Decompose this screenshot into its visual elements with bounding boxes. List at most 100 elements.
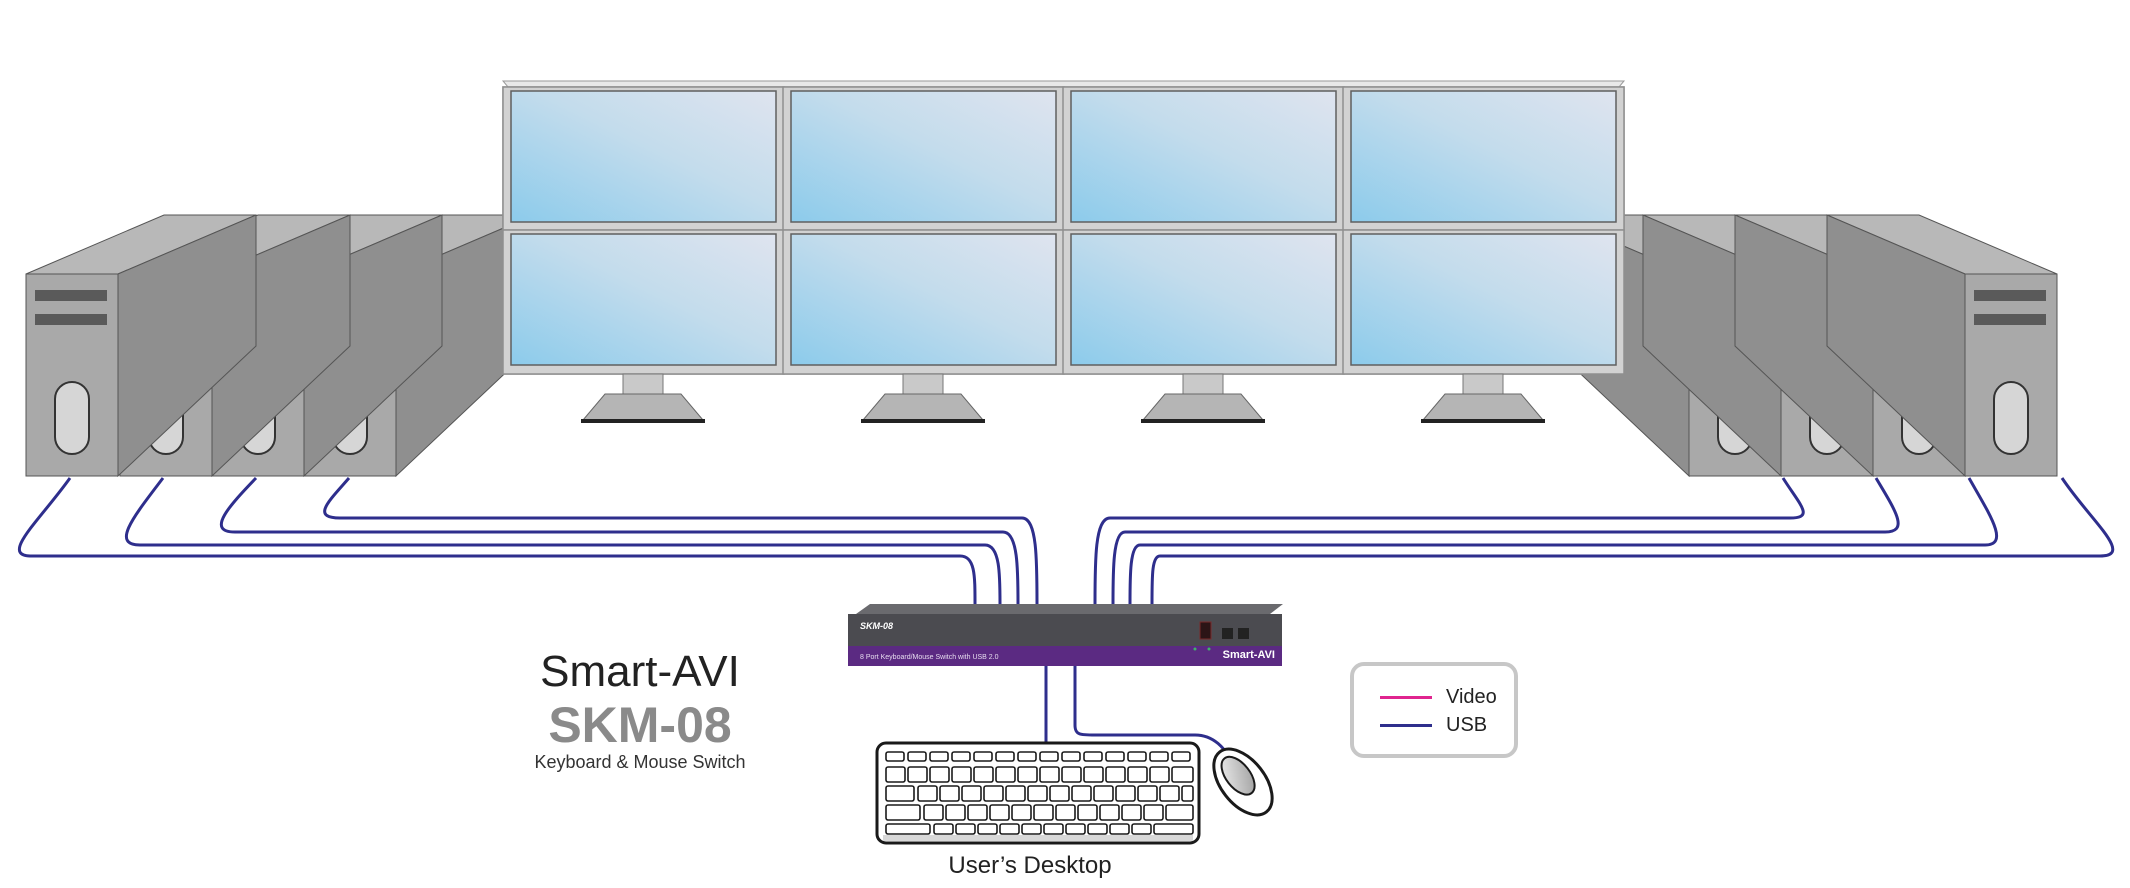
keyboard-key: [1017, 766, 1038, 783]
kvm-switch-port: [1222, 628, 1233, 639]
monitor-screen: [1070, 90, 1337, 223]
monitor-screen: [1350, 233, 1617, 366]
monitor-screen: [510, 233, 777, 366]
keyboard-key: [1027, 785, 1048, 802]
usb-cables: [17, 476, 2115, 761]
keyboard-key: [923, 804, 944, 821]
keyboard-key: [917, 785, 938, 802]
keyboard-key: [907, 751, 927, 762]
monitor-stand-base: [581, 393, 705, 421]
keyboard-key: [1121, 804, 1142, 821]
keyboard-key: [1033, 804, 1054, 821]
tower-drive-bay: [1974, 314, 2046, 325]
keyboard-key: [1143, 804, 1164, 821]
keyboard-key: [1171, 751, 1191, 762]
keyboard-key: [907, 766, 928, 783]
usb-cable: [323, 477, 1039, 605]
keyboard-key: [1087, 823, 1108, 835]
computer-tower-icon: [25, 214, 257, 478]
keyboard-key: [885, 785, 915, 802]
monitor-stand-base: [1421, 393, 1545, 421]
keyboard-key: [1039, 766, 1060, 783]
keyboard-key: [1093, 785, 1114, 802]
keyboard-key: [951, 766, 972, 783]
keyboard-key: [967, 804, 988, 821]
keyboard-key: [1039, 751, 1059, 762]
keyboard-key: [1055, 804, 1076, 821]
monitor-stand-neck: [1182, 373, 1224, 395]
monitor-stand-base: [861, 393, 985, 421]
keyboard-key: [1127, 751, 1147, 762]
keyboard-key: [1061, 766, 1082, 783]
keyboard-key: [929, 751, 949, 762]
legend-swatch-video: [1380, 695, 1432, 699]
brand-block: Smart-AVI SKM-08 Keyboard & Mouse Switch: [505, 650, 775, 773]
keyboard-key: [1137, 785, 1158, 802]
legend: Video USB: [1350, 662, 1518, 758]
monitor-screen: [1070, 233, 1337, 366]
usb-cable: [219, 476, 1020, 605]
monitor-icon: [782, 229, 1065, 375]
kvm-switch-icon: SKM-08 8 Port Keyboard/Mouse Switch with…: [848, 604, 1283, 666]
keyboard-key: [1099, 804, 1120, 821]
keyboard-key: [885, 804, 921, 821]
monitor-icon: [502, 86, 785, 231]
legend-label-video: Video: [1446, 685, 1497, 708]
monitor-stand-neck: [902, 373, 944, 395]
usb-cable: [17, 477, 977, 605]
keyboard-key: [955, 823, 976, 835]
monitor-stand-foot: [1141, 419, 1265, 423]
legend-item-usb: USB: [1380, 712, 1487, 738]
kvm-switch-led: [1207, 647, 1211, 651]
keyboard-key: [1083, 751, 1103, 762]
legend-swatch-usb: [1380, 723, 1432, 727]
brand-logo: Smart-AVI: [540, 647, 740, 696]
monitor-icon: [502, 229, 785, 375]
keyboard-key: [951, 751, 971, 762]
keyboard-key: [977, 823, 998, 835]
keyboard-key: [1109, 823, 1130, 835]
monitor-icon: [1062, 86, 1345, 231]
monitor-icon: [782, 86, 1065, 231]
tower-drive-bay: [1974, 290, 2046, 301]
computer-tower-icon: [1826, 214, 2058, 478]
monitor-stand: [1141, 373, 1265, 423]
usb-cable: [1111, 477, 1900, 605]
kvm-switch-top: [856, 604, 1283, 614]
keyboard-key: [1131, 823, 1152, 835]
brand-description: Keyboard & Mouse Switch: [534, 752, 746, 772]
monitor-stand-neck: [1462, 373, 1504, 395]
monitor-stand: [861, 373, 985, 423]
usb-cable: [1093, 477, 1805, 605]
keyboard-key: [1171, 766, 1194, 783]
keyboard-key: [1011, 804, 1032, 821]
keyboard-key: [973, 751, 993, 762]
keyboard-key: [1077, 804, 1098, 821]
keyboard-key: [1065, 823, 1086, 835]
desktop-caption: User’s Desktop: [948, 852, 1112, 879]
keyboard-key: [885, 766, 906, 783]
keyboard-key: [1005, 785, 1026, 802]
monitor-screen: [790, 90, 1057, 223]
monitor-icon: [1342, 229, 1625, 375]
tower-power-button: [1993, 381, 2029, 455]
monitor-stand-foot: [581, 419, 705, 423]
keyboard-key: [1181, 785, 1194, 802]
keyboard-key: [995, 766, 1016, 783]
keyboard-key: [1105, 751, 1125, 762]
keyboard-key: [885, 751, 905, 762]
keyboard-key: [999, 823, 1020, 835]
usb-cable: [1150, 477, 2115, 605]
monitor-stand-foot: [861, 419, 985, 423]
monitor-icon: [1062, 229, 1345, 375]
keyboard-key: [983, 785, 1004, 802]
keyboard-key: [1105, 766, 1126, 783]
keyboard-key: [989, 804, 1010, 821]
keyboard-key: [1115, 785, 1136, 802]
monitor-screen: [510, 90, 777, 223]
keyboard-key: [1127, 766, 1148, 783]
keyboard-key: [995, 751, 1015, 762]
usb-cable: [125, 477, 1002, 605]
monitor-stand-foot: [1421, 419, 1545, 423]
